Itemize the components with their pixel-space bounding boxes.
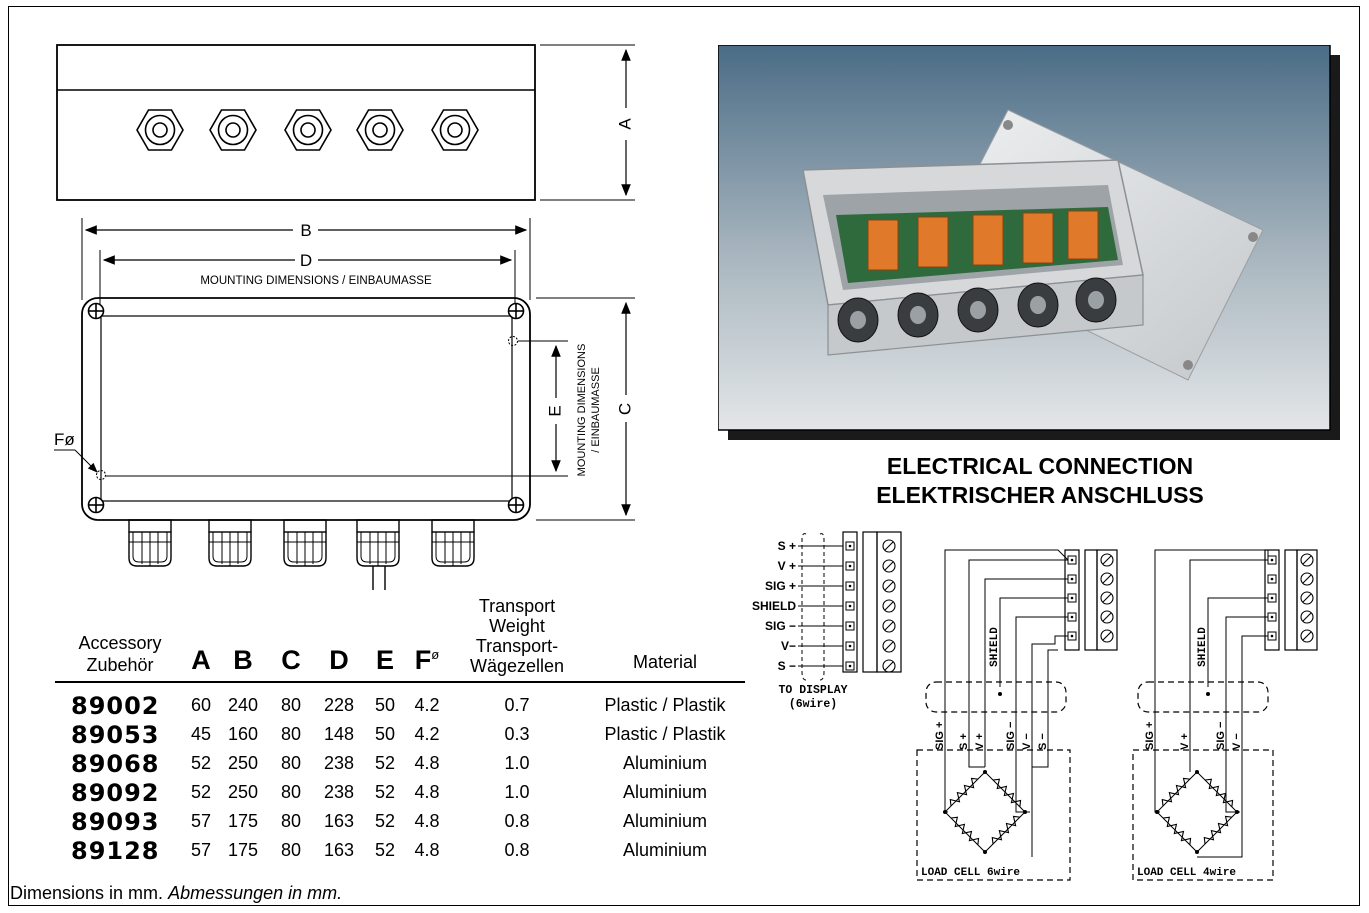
shield-label: SHIELD (989, 627, 1001, 667)
dim-a-label: A (615, 118, 634, 130)
wire-label: SIG − (1215, 722, 1227, 750)
cable-gland-icon (431, 519, 475, 567)
pin-label: V + (778, 559, 796, 573)
technical-drawing: A B D MOUNTING DIMENSIONS / EINBAUMASSE … (54, 44, 635, 590)
cable-gland-icon (356, 109, 404, 151)
wire-label: S + (958, 733, 970, 750)
pin-label: V− (781, 639, 796, 653)
load-cell-bridge-6wire (946, 775, 1024, 848)
load-cell-4wire-label: LOAD CELL 4wire (1137, 867, 1236, 879)
dim-e-label: E (545, 405, 564, 416)
dimensions-footnote: Dimensions in mm. Abmessungen in mm. (10, 883, 343, 903)
product-photo (718, 45, 1340, 440)
cable-shield-4wire (1137, 681, 1269, 713)
cable-gland-icon (208, 519, 252, 567)
header-a: A (191, 645, 211, 675)
screw-icon (507, 496, 525, 514)
header-c: C (281, 645, 301, 675)
header-e: E (375, 645, 394, 675)
pin-label: S + (778, 539, 796, 553)
shield-label: SHIELD (1197, 627, 1209, 667)
cable-gland-icon (209, 109, 257, 151)
dim-c-label: C (615, 403, 634, 415)
cable-gland-icon (284, 109, 332, 151)
header-weight: Transport Weight Transport- Wägezellen (469, 596, 565, 676)
load-cell-6wire-label: LOAD CELL 6wire (921, 867, 1020, 879)
datasheet-frame (8, 6, 1360, 906)
wiring-diagram: S + V + SIG + SHIELD SIG − V− S − TO DIS… (752, 531, 1318, 881)
load-cell-6wire-box (916, 749, 1071, 881)
wire-label: SIG + (934, 722, 946, 750)
wire-label: SIG − (1005, 722, 1017, 750)
dim-d-label: D (300, 251, 312, 270)
cable-gland-icon (431, 109, 479, 151)
wire-label: V − (1021, 733, 1033, 750)
header-f: Fø (414, 645, 440, 675)
cable-gland-icon (356, 519, 400, 567)
cable-gland-icon (283, 519, 327, 567)
cable-gland-icon (136, 109, 184, 151)
header-d: D (329, 645, 349, 675)
dim-f-label: Fø (54, 430, 75, 449)
screw-icon (87, 496, 105, 514)
mounting-dimensions-vertical-2: / EINBAUMASSE (590, 367, 602, 453)
wire-label: V + (974, 733, 986, 750)
electrical-connection-title: ELECTRICAL CONNECTION (886, 453, 1194, 479)
header-accessory: Accessory Zubehör (78, 633, 162, 675)
wire-label: S − (1037, 733, 1049, 750)
wire-label: V − (1231, 733, 1243, 750)
to-display-sub-label: (6wire) (789, 698, 837, 711)
cable-shield-6wire (925, 681, 1067, 713)
electrical-connection-title-de: ELEKTRISCHER ANSCHLUSS (876, 482, 1204, 508)
header-material: Material (632, 652, 698, 672)
wire-label: SIG + (1144, 722, 1156, 750)
pin-label: SIG − (765, 619, 796, 633)
cable-gland-icon (128, 519, 172, 567)
dim-b-label: B (300, 221, 311, 240)
table-header-row: Accessory Zubehör A B C D E Fø Transport… (55, 596, 745, 682)
screw-icon (507, 302, 525, 320)
to-display-label: TO DISPLAY (778, 684, 847, 697)
load-cell-bridge-4wire (1158, 775, 1236, 848)
mounting-dimensions-vertical-1: MOUNTING DIMENSIONS (576, 344, 588, 477)
specification-table: Accessory Zubehör A B C D E Fø Transport… (55, 596, 745, 865)
wire-label: V + (1179, 733, 1191, 750)
load-cell-4wire-box (1132, 749, 1274, 881)
screw-icon (87, 302, 105, 320)
pin-label: S − (778, 659, 796, 673)
mounting-dimensions-label: MOUNTING DIMENSIONS / EINBAUMASSE (200, 275, 432, 287)
pin-label: SIG + (765, 579, 796, 593)
header-b: B (233, 645, 253, 675)
pin-label: SHIELD (752, 599, 796, 613)
